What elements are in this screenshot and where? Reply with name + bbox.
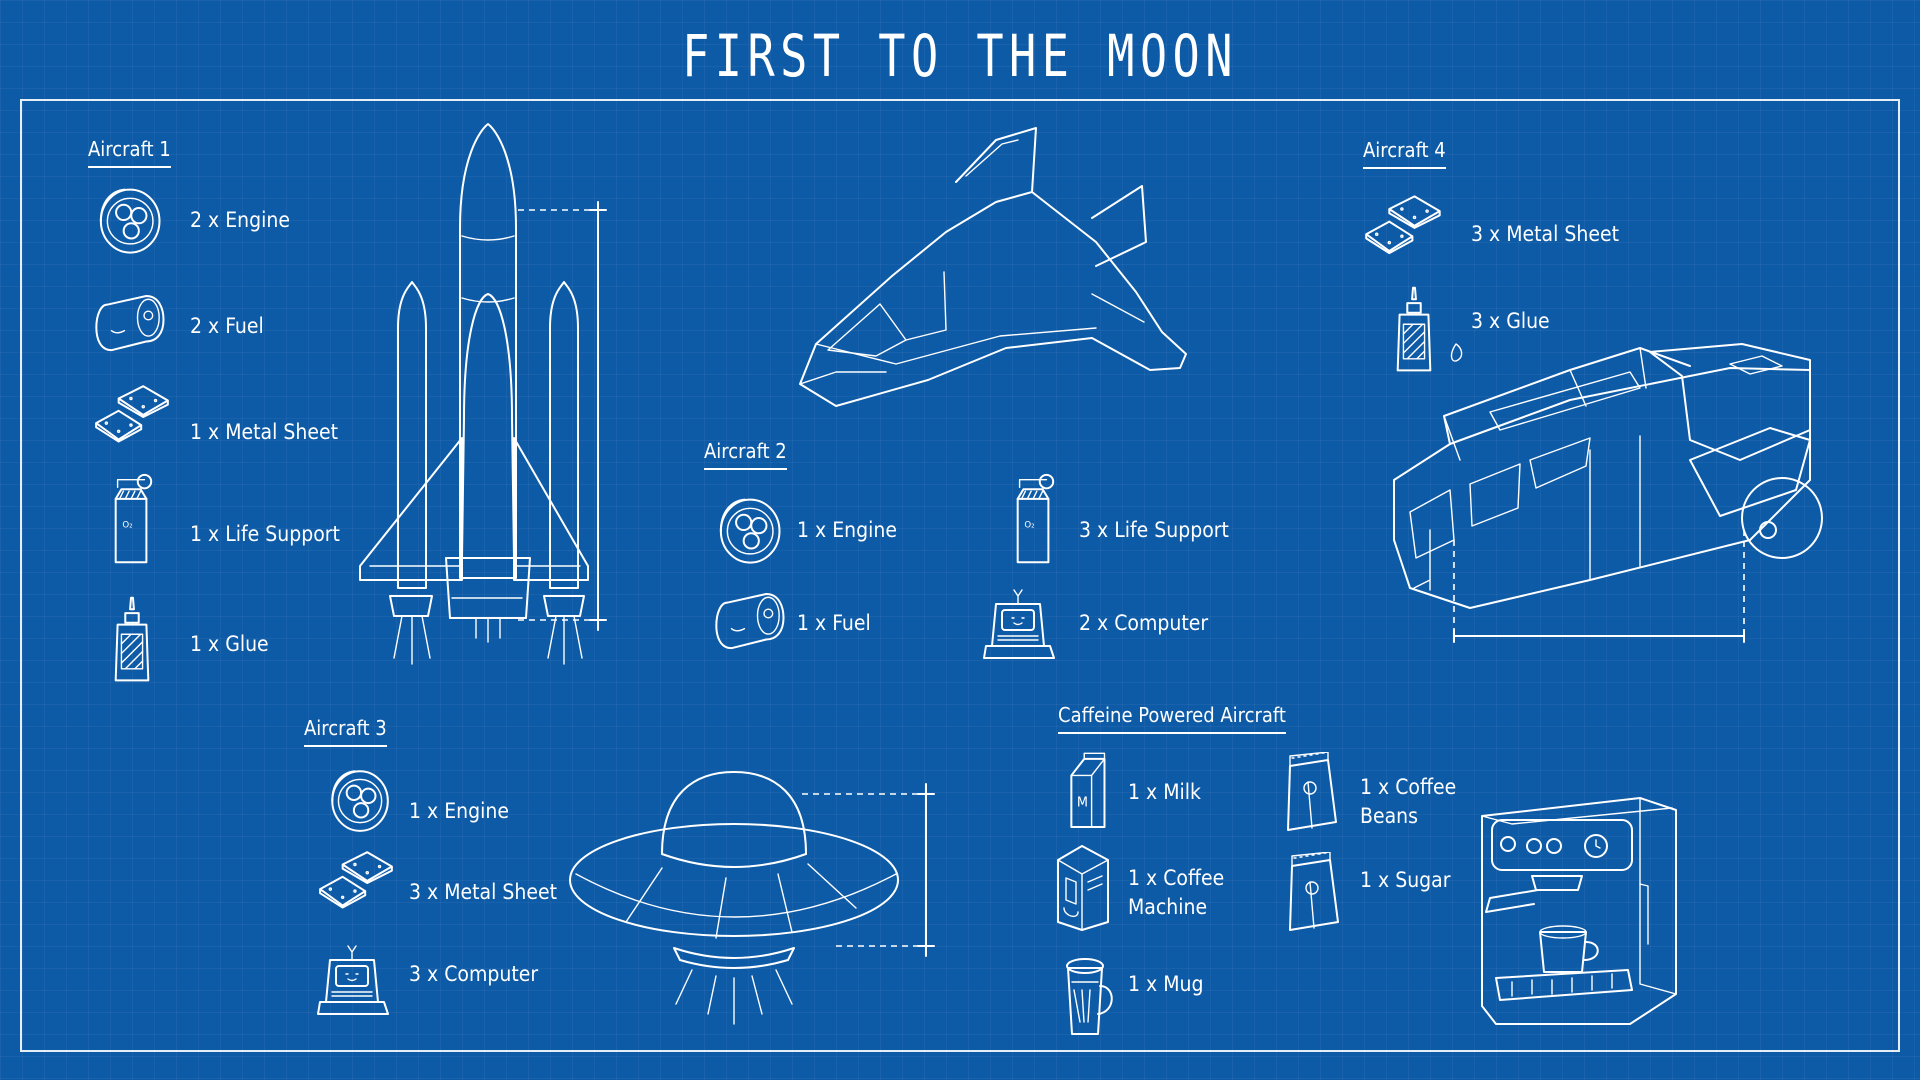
- fuel-icon: [715, 592, 785, 650]
- metal-sheet-icon: [1365, 195, 1441, 255]
- spaceplane-illustration: [796, 122, 1190, 412]
- metal-sheet-icon: [319, 851, 393, 909]
- caffeine-item-milk: 1 x Milk: [1128, 780, 1201, 804]
- caffeine-item-coffee-beans: 1 x Coffee Beans: [1360, 775, 1457, 828]
- aircraft-3-item-engine: 1 x Engine: [409, 799, 509, 823]
- aircraft-1-item-metal-sheet: 1 x Metal Sheet: [190, 420, 338, 444]
- computer-icon: [983, 589, 1055, 659]
- life-support-icon: [114, 473, 153, 564]
- aircraft-1-item-glue: 1 x Glue: [190, 632, 269, 656]
- computer-icon: [317, 945, 389, 1015]
- fuel-icon: [95, 294, 165, 352]
- page-title: FIRST TO THE MOON: [682, 22, 1238, 90]
- milk-carton-icon: [1070, 752, 1106, 828]
- engine-icon: [331, 770, 389, 832]
- aircraft-2-item-engine: 1 x Engine: [797, 518, 897, 542]
- aircraft-2-item-computer: 2 x Computer: [1079, 611, 1209, 635]
- engine-icon: [719, 498, 781, 564]
- aircraft-3-heading: Aircraft 3: [304, 716, 387, 747]
- aircraft-2-heading: Aircraft 2: [704, 439, 787, 470]
- space-cruiser-illustration: [1390, 340, 1840, 664]
- espresso-machine-illustration: [1472, 794, 1682, 1026]
- mug-icon: [1066, 958, 1113, 1035]
- caffeine-item-sugar: 1 x Sugar: [1360, 868, 1451, 892]
- coffee-machine-small-icon: [1057, 845, 1109, 931]
- aircraft-2-item-fuel: 1 x Fuel: [797, 611, 871, 635]
- aircraft-4-item-metal-sheet: 3 x Metal Sheet: [1471, 222, 1619, 246]
- metal-sheet-icon: [95, 385, 169, 443]
- engine-icon: [99, 188, 161, 254]
- coffee-beans-bag-icon: [1287, 752, 1337, 831]
- ufo-illustration: [566, 764, 946, 1028]
- glue-icon: [114, 596, 150, 682]
- aircraft-4-item-glue: 3 x Glue: [1471, 309, 1550, 333]
- sugar-bag-icon: [1289, 852, 1339, 931]
- aircraft-3-item-computer: 3 x Computer: [409, 962, 539, 986]
- aircraft-3-item-metal-sheet: 3 x Metal Sheet: [409, 880, 557, 904]
- life-support-icon: [1016, 473, 1055, 564]
- aircraft-1-heading: Aircraft 1: [88, 137, 171, 168]
- caffeine-item-mug: 1 x Mug: [1128, 972, 1204, 996]
- caffeine-aircraft-heading: Caffeine Powered Aircraft: [1058, 703, 1286, 734]
- blueprint-frame: [20, 99, 1900, 1052]
- aircraft-2-item-life-support: 3 x Life Support: [1079, 518, 1229, 542]
- aircraft-1-item-life-support: 1 x Life Support: [190, 522, 340, 546]
- aircraft-4-heading: Aircraft 4: [1363, 138, 1446, 169]
- space-shuttle-illustration: [350, 118, 620, 678]
- aircraft-1-item-engine: 2 x Engine: [190, 208, 290, 232]
- caffeine-item-coffee-machine: 1 x Coffee Machine: [1128, 866, 1225, 919]
- aircraft-1-item-fuel: 2 x Fuel: [190, 314, 264, 338]
